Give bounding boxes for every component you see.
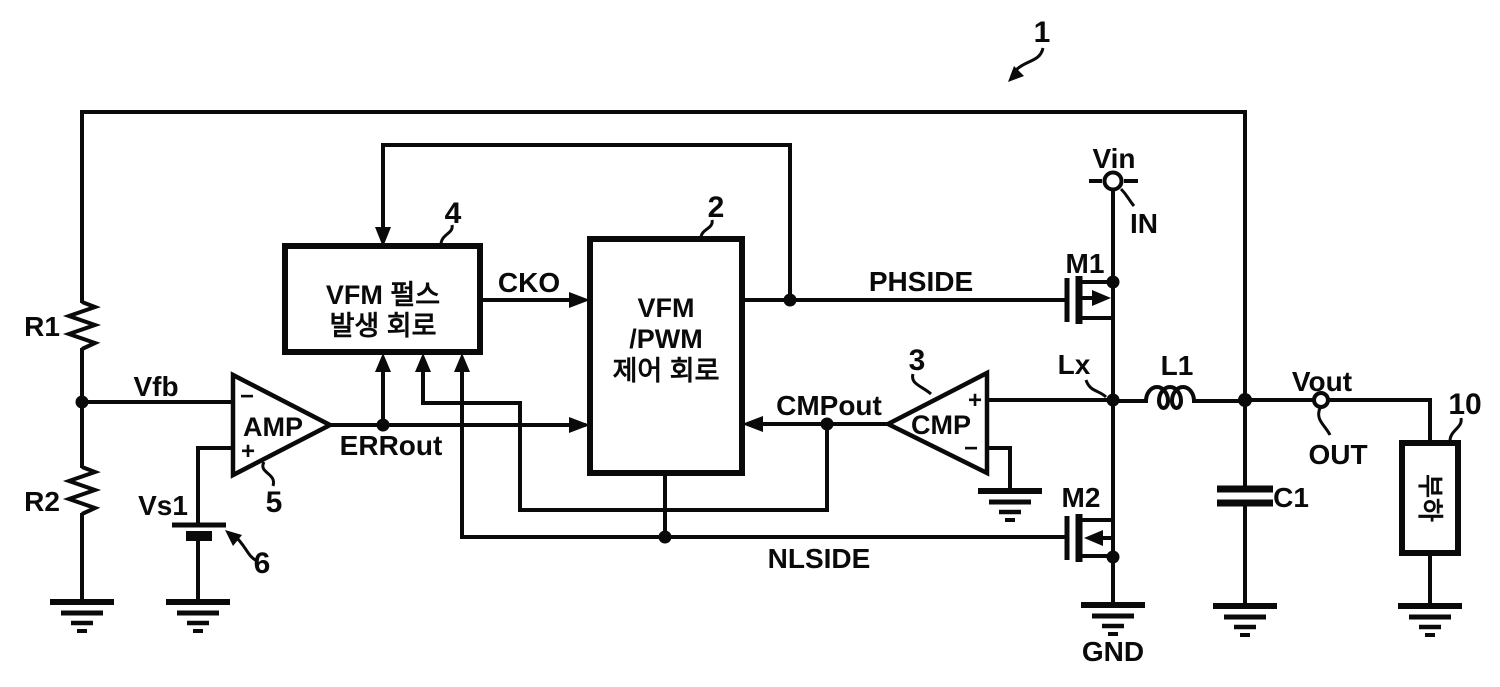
junction-m1-drain xyxy=(1106,275,1120,289)
leader-ref6-arrow xyxy=(225,530,242,546)
arrow-cko-into-control xyxy=(569,292,590,308)
ground-load xyxy=(1398,603,1462,637)
label-amp-plus: + xyxy=(241,438,255,465)
control-block-line1: VFM xyxy=(638,293,695,323)
leader-ref1 xyxy=(1014,47,1045,72)
label-vin: Vin xyxy=(1092,143,1135,174)
control-block-line3: 제어 회로 xyxy=(613,356,720,386)
leader-ref3 xyxy=(911,373,932,396)
label-amp: AMP xyxy=(243,412,303,442)
load-block xyxy=(1399,440,1461,556)
label-errout: ERRout xyxy=(340,430,443,461)
leader-ref4 xyxy=(439,224,454,247)
label-vfb: Vfb xyxy=(133,371,178,402)
vin-terminal xyxy=(1102,170,1124,192)
ground-c1 xyxy=(1213,603,1277,637)
junction-phside xyxy=(783,293,797,307)
wire-cmp-minus-ground xyxy=(987,446,1012,489)
label-cko: CKO xyxy=(498,267,560,298)
label-cmp: CMP xyxy=(911,410,971,440)
wire-nlside xyxy=(460,362,1067,539)
pulse-block-line2: 발생 회로 xyxy=(330,311,437,341)
ground-m2 xyxy=(1081,602,1145,636)
wire-output-feedback-top xyxy=(80,110,1247,400)
m2-arrow xyxy=(1084,530,1103,546)
vfm-pwm-control-block xyxy=(587,236,745,476)
m1-arrow xyxy=(1092,290,1111,306)
leader-ref10 xyxy=(1448,417,1463,442)
resistor-r2 xyxy=(62,465,102,516)
leader-lx xyxy=(1084,379,1108,399)
arrow-errout-into-control xyxy=(569,417,590,433)
arrow-cmpout-into-pulse xyxy=(415,353,431,372)
label-r1: R1 xyxy=(24,311,60,342)
leader-ref1-arrow xyxy=(1008,66,1024,82)
junction-nlside xyxy=(658,530,672,544)
ref-10: 10 xyxy=(1448,388,1481,421)
label-phside: PHSIDE xyxy=(869,266,973,297)
junction-vfb xyxy=(75,395,89,409)
junction-m2-source xyxy=(1106,550,1120,564)
ref-5: 5 xyxy=(266,486,283,519)
label-gnd: GND xyxy=(1082,636,1144,667)
label-r2: R2 xyxy=(24,486,60,517)
label-out: OUT xyxy=(1308,439,1367,470)
ref-1: 1 xyxy=(1034,16,1051,49)
wire-phside-feedback xyxy=(381,143,792,300)
pulse-block-line1: VFM 펄스 xyxy=(326,280,440,310)
leader-out xyxy=(1317,407,1332,436)
junction-cmpout xyxy=(820,417,834,431)
label-l1: L1 xyxy=(1161,350,1194,381)
label-cmp-plus: + xyxy=(968,387,982,414)
label-nlside: NLSIDE xyxy=(768,543,871,574)
label-cmp-minus: − xyxy=(964,435,978,462)
ground-vs1 xyxy=(166,599,230,633)
capacitor-c1 xyxy=(1217,485,1273,507)
label-vs1: Vs1 xyxy=(138,490,188,521)
amp-triangle xyxy=(230,371,335,479)
vout-terminal xyxy=(1312,391,1330,409)
arrow-phside-into-pulse xyxy=(375,227,391,247)
arrow-errout-into-pulse xyxy=(375,353,391,372)
wire-amp-plus-input xyxy=(196,446,233,523)
inductor-l1 xyxy=(1113,385,1245,410)
ref-2: 2 xyxy=(708,191,725,224)
label-m1: M1 xyxy=(1066,248,1105,279)
leader-ref2 xyxy=(699,219,714,240)
ref-6: 6 xyxy=(254,547,271,580)
resistor-r1 xyxy=(62,300,102,351)
label-m2: M2 xyxy=(1062,482,1101,513)
ground-r2 xyxy=(50,599,114,633)
label-cmpout: CMPout xyxy=(776,390,882,421)
label-in: IN xyxy=(1130,208,1158,239)
label-lx: Lx xyxy=(1058,349,1091,380)
ground-cmp xyxy=(978,488,1042,522)
leader-ref5 xyxy=(261,461,276,487)
label-c1: C1 xyxy=(1273,482,1309,513)
ref-3: 3 xyxy=(909,344,926,377)
vfm-pulse-block xyxy=(282,243,483,355)
label-amp-minus: − xyxy=(240,383,254,410)
wire-cmpout-feedback xyxy=(421,362,829,512)
arrow-cmpout-into-control xyxy=(742,416,763,432)
load-block-label: 부하 xyxy=(1415,474,1445,522)
label-vout: Vout xyxy=(1292,366,1352,397)
junction-vout xyxy=(1238,393,1252,407)
leader-in xyxy=(1119,187,1136,207)
junction-lx xyxy=(1106,393,1120,407)
cmp-triangle xyxy=(883,369,990,477)
control-block-line2: /PWM xyxy=(629,324,703,354)
ref-4: 4 xyxy=(445,197,462,230)
arrow-nlside-into-pulse xyxy=(454,353,470,372)
wire-vout-to-load xyxy=(1329,398,1432,443)
junction-errout xyxy=(376,418,390,432)
